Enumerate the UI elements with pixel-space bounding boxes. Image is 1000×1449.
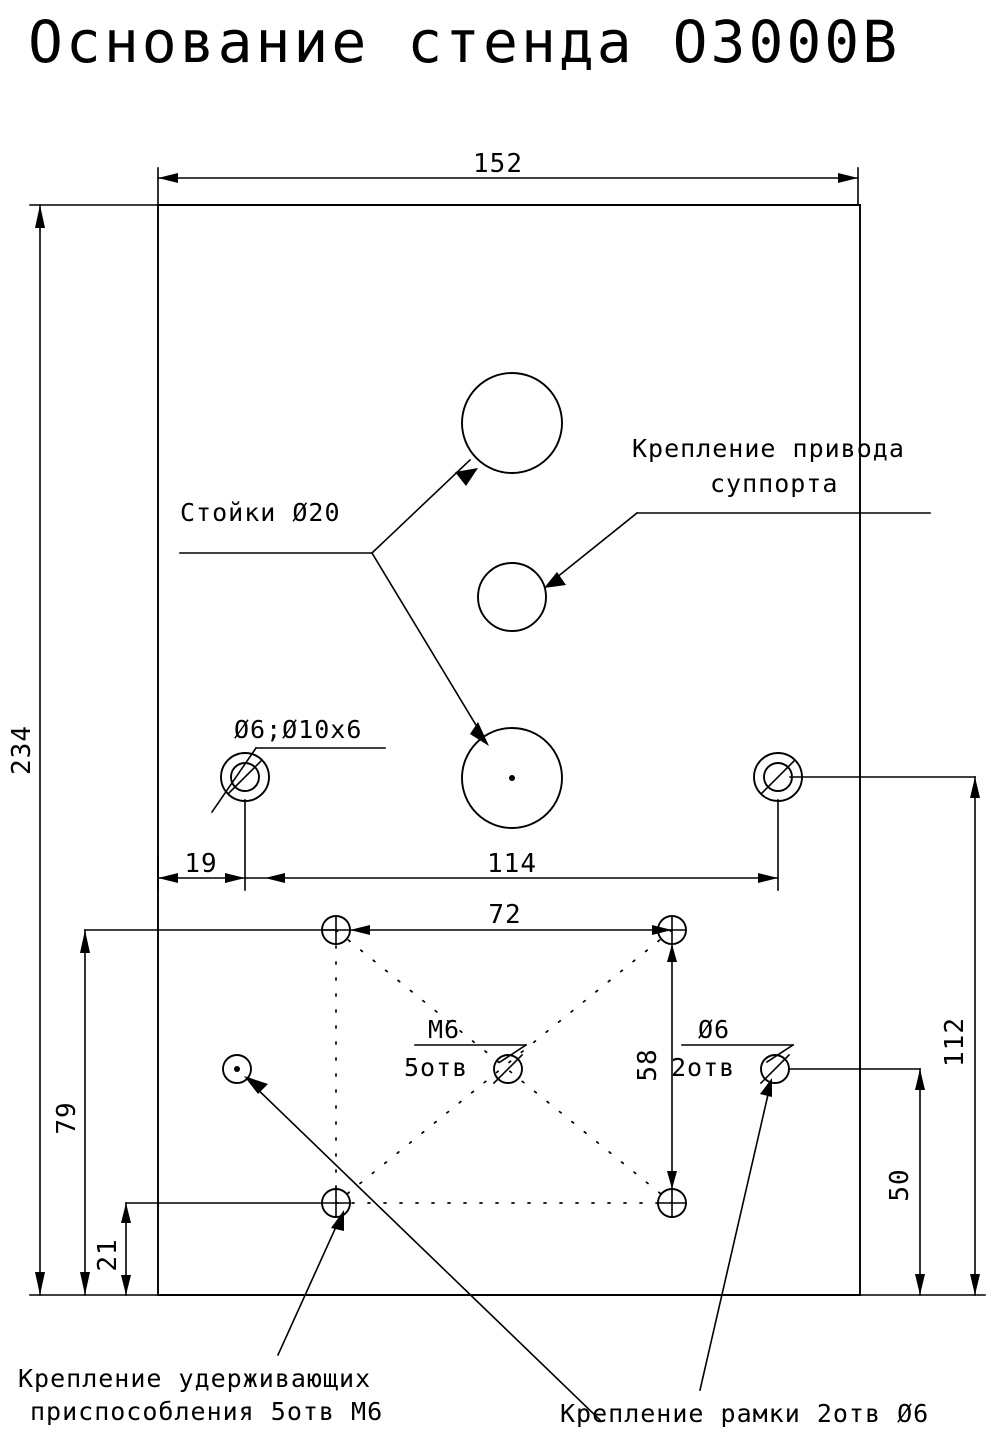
post-hole-upper xyxy=(461,372,563,474)
annotation-drive-mount-line1: Крепление привода xyxy=(632,434,905,463)
dimension-span-72: 72 xyxy=(84,900,673,935)
leader-counterbore: Ø6;Ø10x6 xyxy=(210,715,386,814)
annotation-frame-mount: Крепление рамки 2отв Ø6 xyxy=(560,1078,929,1428)
leader-middle-left-hole xyxy=(244,1076,602,1422)
dimension-label-21: 21 xyxy=(93,1238,123,1271)
dimension-width-152: 152 xyxy=(157,149,859,206)
leader-posts: Стойки Ø20 xyxy=(179,458,489,746)
dimension-height-58: 58 xyxy=(633,943,677,1190)
dimension-row-19-114: 19 114 xyxy=(157,799,779,891)
callout-m6-5otv: M6 5отв xyxy=(404,1015,528,1082)
callout-5otv-label: 5отв xyxy=(404,1053,468,1082)
dimension-label-58: 58 xyxy=(633,1048,663,1081)
dimension-label-72: 72 xyxy=(488,900,521,930)
construction-dotted-lines xyxy=(335,929,673,1204)
dimension-label-112: 112 xyxy=(940,1017,970,1067)
dimension-label-152: 152 xyxy=(473,149,523,179)
dimension-height-21: 21 xyxy=(93,1202,323,1296)
annotation-posts: Стойки Ø20 xyxy=(180,498,341,527)
leader-drive-mount: Крепление привода суппорта xyxy=(544,434,931,588)
dimension-height-234: 234 xyxy=(7,204,159,1296)
callout-d6-2otv: Ø6 2отв xyxy=(671,1015,795,1082)
annotation-holding-fixture: Крепление удерживающих приспособления 5о… xyxy=(18,1210,383,1426)
dimension-height-79: 79 xyxy=(52,929,90,1296)
dimension-label-114: 114 xyxy=(487,849,537,879)
callout-m6-label: M6 xyxy=(428,1015,460,1044)
dimension-label-79: 79 xyxy=(52,1101,82,1134)
dimension-label-19: 19 xyxy=(184,849,217,879)
annotation-counterbore: Ø6;Ø10x6 xyxy=(234,715,362,744)
dimension-label-50: 50 xyxy=(885,1168,915,1201)
dimension-label-234: 234 xyxy=(7,725,37,775)
annotation-bottom-left-line2: приспособления 5отв М6 xyxy=(30,1397,383,1426)
counterbore-hole-left xyxy=(220,752,270,802)
annotation-drive-mount-line2: суппорта xyxy=(710,469,838,498)
callout-2otv-label: 2отв xyxy=(671,1053,735,1082)
page-title: Основание стенда О3000В xyxy=(28,8,900,76)
post-hole-lower xyxy=(461,727,563,829)
annotation-bottom-right: Крепление рамки 2отв Ø6 xyxy=(560,1399,929,1428)
annotation-bottom-left-line1: Крепление удерживающих xyxy=(18,1364,371,1393)
callout-d6-label: Ø6 xyxy=(698,1015,730,1044)
dimension-height-112: 112 xyxy=(859,776,986,1296)
dimension-height-50: 50 xyxy=(788,1068,925,1296)
post-hole-middle xyxy=(477,562,547,632)
plate-outline xyxy=(157,204,861,1296)
